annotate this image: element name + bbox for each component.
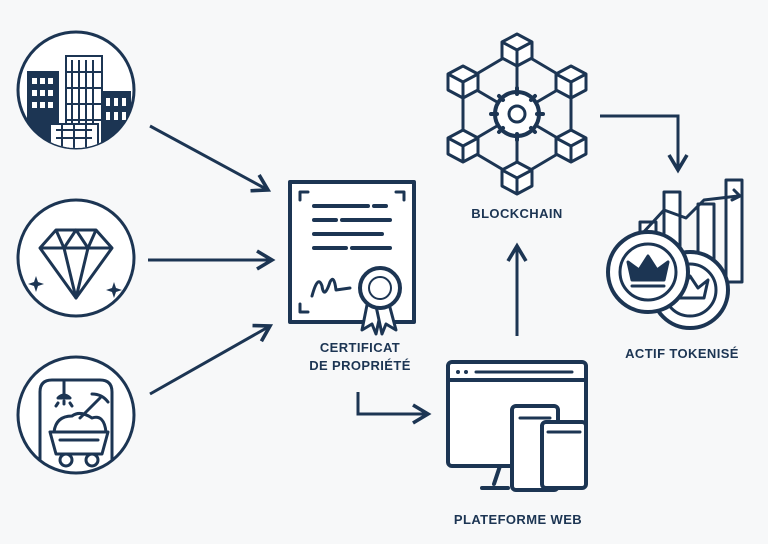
asset-arrows <box>148 124 276 396</box>
certificate-label-line1: CERTIFICAT <box>319 340 401 355</box>
arrow-blockchain-to-token <box>600 114 689 174</box>
blockchain-label: BLOCKCHAIN <box>471 206 563 221</box>
certificate-icon <box>288 180 416 336</box>
certificate-label-line2: DE PROPRIÉTÉ <box>309 358 411 373</box>
blockchain-network-icon <box>446 32 588 196</box>
tokenized-asset-label: ACTIF TOKENISÉ <box>625 346 739 361</box>
diamond-icon <box>16 198 136 318</box>
mine-cart-icon <box>16 355 136 475</box>
arrow-mining-to-certificate <box>149 323 274 396</box>
arrow-realestate-to-certificate <box>149 124 272 193</box>
token-coins-icon <box>606 178 744 330</box>
web-devices-icon <box>446 360 588 492</box>
web-platform-label: PLATEFORME WEB <box>453 512 583 527</box>
buildings-icon <box>16 30 136 150</box>
arrow-certificate-to-web <box>356 392 432 425</box>
